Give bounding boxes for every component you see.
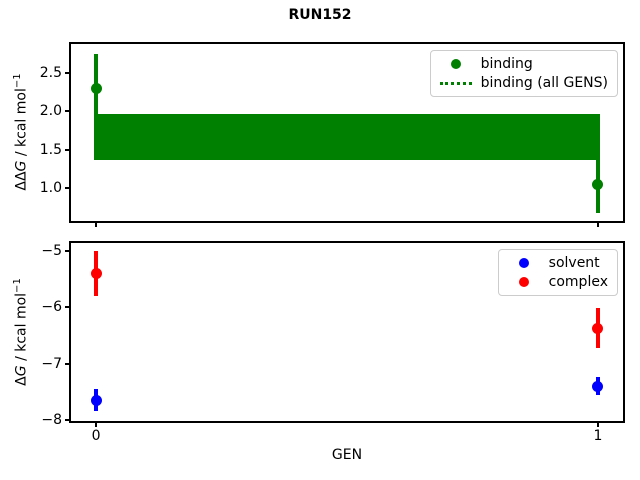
solvent-marker [90,394,102,406]
ylabel-bottom-variable: G [13,365,30,377]
legend-dotted-line-icon [439,81,472,85]
y-tick-label: −5 [41,242,62,259]
x-tick-label: 1 [593,428,603,444]
legend-handle [437,59,475,69]
figure-title: RUN152 [288,7,352,23]
ylabel-top-units: / kcal mol [13,88,30,161]
legend-item-binding: binding [437,56,608,72]
y-tick-label: −7 [41,355,62,372]
x-tick [596,421,599,427]
y-tick-label: 1.5 [39,141,62,158]
legend: binding binding (all GENS) [429,50,618,97]
ylabel-top-variable: G [13,160,30,172]
bottom-plot-area: −5 −6 −7 −8 0 1 solvent complex [41,241,625,444]
y-tick [65,418,71,421]
x-tick [95,221,98,227]
ylabel-top-prefix: ΔΔ [13,171,30,191]
y-tick [65,187,71,190]
legend-label: binding (all GENS) [480,75,608,91]
binding-marker [90,82,102,94]
x-tick [596,221,599,227]
ylabel-bottom-superscript: −1 [12,278,23,293]
legend-dot-icon [518,258,529,268]
x-tick [95,421,98,427]
legend-label: binding [480,56,533,72]
binding-marker [592,178,604,190]
y-tick-label: 1.0 [39,180,62,197]
y-tick [65,110,71,113]
y-axis-label-top: ΔΔG / kcal mol−1 [8,22,30,242]
legend-label: complex [548,274,608,290]
solvent-marker [592,380,604,392]
ylabel-top-superscript: −1 [12,73,23,89]
y-tick [65,249,71,252]
y-tick-label: −8 [41,411,62,428]
legend-handle [505,258,543,268]
legend-item-complex: complex [505,274,608,290]
y-tick-label: −6 [41,299,62,316]
top-plot-area: 2.5 2.0 1.5 1.0 binding binding (all GENS) [40,42,625,227]
complex-marker [90,267,102,279]
binding-band [94,113,600,161]
y-axis-label-bottom: ΔG / kcal mol−1 [8,222,30,442]
y-tick [65,362,71,365]
y-tick-label: 2.0 [39,103,62,120]
legend-item-solvent: solvent [505,255,608,271]
legend: solvent complex [497,249,618,296]
y-tick [65,72,71,75]
x-tick-label: 0 [91,428,101,444]
y-tick [65,306,71,309]
y-tick [65,148,71,151]
legend-dot-icon [450,59,461,69]
legend-handle [437,81,475,85]
legend-label: solvent [548,255,600,271]
legend-dot-icon [518,277,529,287]
legend-item-binding-all-gens-: binding (all GENS) [437,75,608,91]
ylabel-bottom-units: / kcal mol [13,292,30,366]
ylabel-bottom-prefix: Δ [13,376,30,386]
y-tick-label: 2.5 [39,65,62,82]
legend-handle [505,277,543,287]
x-axis-label: GEN [331,447,363,463]
complex-marker [592,322,604,334]
